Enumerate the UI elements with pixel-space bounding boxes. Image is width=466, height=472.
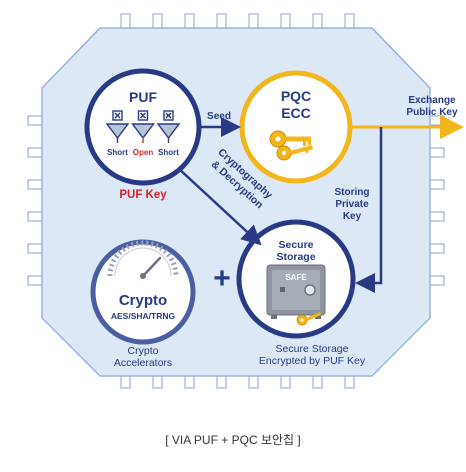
- pqc-title-line1: PQC: [281, 88, 311, 104]
- small-key-icon: [296, 312, 321, 326]
- chip-body: [41, 27, 431, 377]
- puf-title: PUF: [129, 89, 157, 105]
- storage-caption-line1: Secure Storage: [276, 343, 349, 355]
- crypto-caption-line2: Accelerators: [114, 357, 172, 369]
- storage-title-line2: Storage: [276, 251, 315, 263]
- puf-label-short-left: Short: [107, 148, 128, 157]
- storing-label-line2: Private: [335, 199, 369, 210]
- crypto-title: Crypto: [119, 292, 167, 309]
- footer-caption: [ VIA PUF + PQC 보안칩 ]: [165, 433, 300, 447]
- seed-label: Seed: [207, 111, 231, 122]
- safe-icon: [266, 264, 326, 319]
- crypto-decryption-arrow: [177, 167, 262, 246]
- storing-private-key-arrow: [355, 127, 383, 293]
- keys-icon: [269, 130, 313, 161]
- exchange-label-line1: Exchange: [408, 95, 456, 106]
- storage-caption-line2: Encrypted by PUF Key: [259, 355, 366, 367]
- gauge-icon: [107, 240, 179, 279]
- puf-module: PUF Short Open Short: [84, 68, 202, 186]
- storage-title-line1: Secure: [278, 239, 313, 251]
- exchange-label-line2: Public Key: [406, 107, 458, 118]
- puf-label-open: Open: [133, 148, 154, 157]
- plus-sign: +: [213, 262, 231, 295]
- pqc-title-line2: ECC: [281, 105, 311, 121]
- secure-storage-module: Secure Storage SAFE: [236, 219, 356, 339]
- storing-label-line3: Key: [343, 211, 362, 222]
- pqc-module: PQC ECC: [239, 70, 353, 184]
- crypto-subtitle: AES/SHA/TRNG: [111, 311, 176, 321]
- puf-key-caption: PUF Key: [119, 189, 167, 201]
- crypto-accelerator-module: Crypto AES/SHA/TRNG: [90, 239, 196, 345]
- crypto-caption-line1: Crypto: [128, 345, 159, 357]
- safe-label: SAFE: [285, 273, 307, 282]
- storing-label-line1: Storing: [335, 187, 370, 198]
- puf-cells-icon: [105, 110, 181, 143]
- puf-label-short-right: Short: [158, 148, 179, 157]
